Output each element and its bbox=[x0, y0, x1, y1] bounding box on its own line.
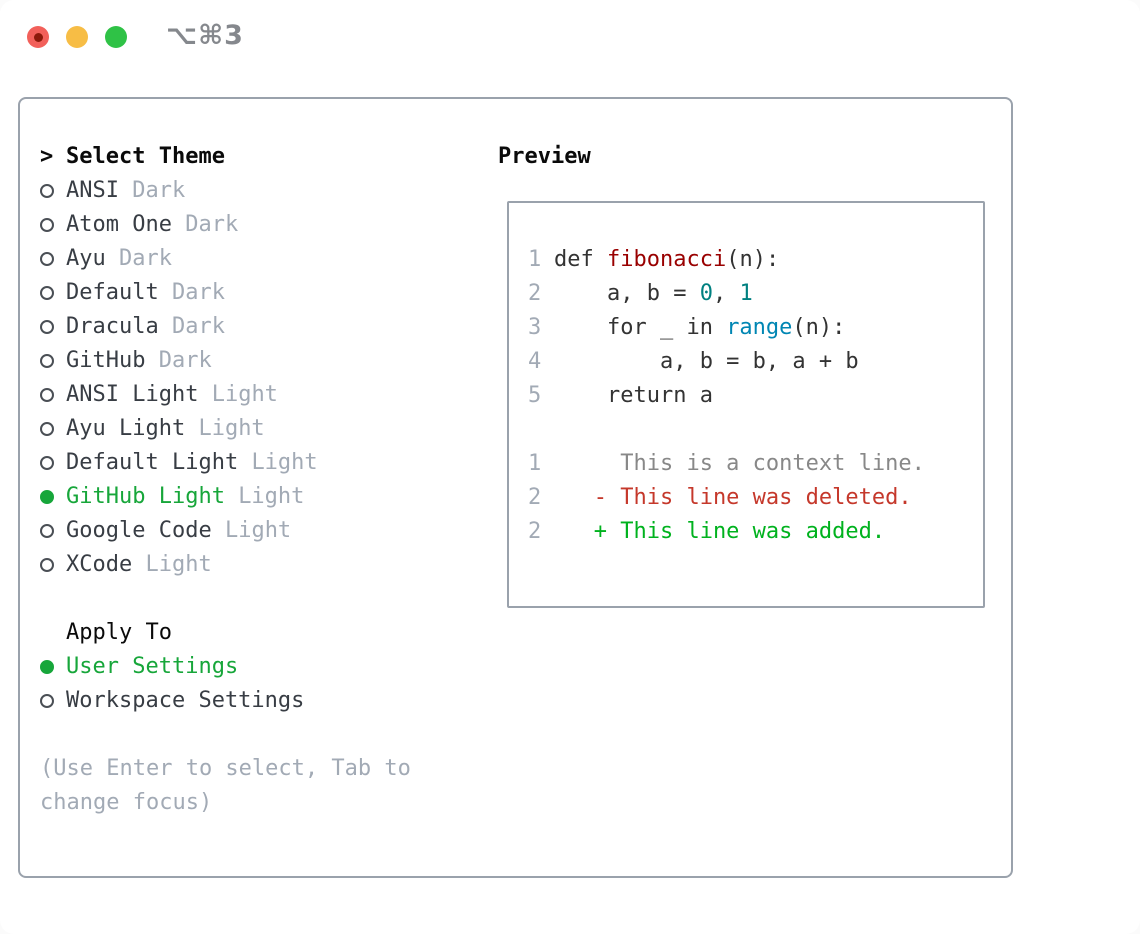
theme-variant-tag: Light bbox=[211, 382, 278, 407]
radio-icon bbox=[40, 650, 66, 684]
theme-variant-tag: Dark bbox=[158, 348, 212, 373]
line-number: 2 bbox=[528, 519, 542, 544]
theme-variant-tag: Dark bbox=[171, 280, 225, 305]
theme-option-label: GitHub Light Light bbox=[66, 484, 305, 509]
theme-option-label: ANSI Light Light bbox=[66, 382, 278, 407]
theme-option-label: Default Light Light bbox=[66, 450, 318, 475]
line-number: 5 bbox=[528, 383, 542, 408]
radio-icon bbox=[40, 174, 66, 208]
preview-line: 2 + This line was added. bbox=[528, 515, 983, 549]
apply-to-title: Apply To bbox=[66, 620, 172, 645]
radio-icon bbox=[40, 684, 66, 718]
select-theme-header: > Select Theme bbox=[40, 140, 470, 174]
theme-option-label: Dracula Dark bbox=[66, 314, 225, 339]
radio-icon bbox=[40, 208, 66, 242]
unsaved-changes-dot bbox=[33, 32, 43, 42]
apply-option-label: Workspace Settings bbox=[66, 688, 305, 713]
theme-variant-tag: Dark bbox=[132, 178, 186, 203]
spacer bbox=[40, 718, 470, 752]
preview-line: 1 This is a context line. bbox=[528, 447, 983, 481]
theme-option-label: Ayu Light Light bbox=[66, 416, 265, 441]
radio-icon bbox=[40, 548, 66, 582]
cursor-caret-icon: > bbox=[40, 144, 54, 169]
preview-title: Preview bbox=[498, 144, 591, 169]
theme-option-default-light[interactable]: Default Light Light bbox=[40, 446, 470, 480]
theme-option-ayu[interactable]: Ayu Dark bbox=[40, 242, 470, 276]
radio-icon bbox=[40, 480, 66, 514]
spacer bbox=[40, 582, 470, 616]
radio-icon bbox=[40, 446, 66, 480]
radio-icon bbox=[40, 344, 66, 378]
line-number: 4 bbox=[528, 349, 542, 374]
radio-icon bbox=[40, 310, 66, 344]
theme-option-github-light[interactable]: GitHub Light Light bbox=[40, 480, 470, 514]
radio-icon bbox=[40, 276, 66, 310]
preview-line: 2 a, b = 0, 1 bbox=[528, 277, 983, 311]
theme-variant-tag: Dark bbox=[118, 246, 172, 271]
line-number: 3 bbox=[528, 315, 542, 340]
theme-option-github[interactable]: GitHub Dark bbox=[40, 344, 470, 378]
theme-option-dracula[interactable]: Dracula Dark bbox=[40, 310, 470, 344]
theme-option-label: Ayu Dark bbox=[66, 246, 172, 271]
close-button[interactable] bbox=[27, 26, 49, 48]
theme-option-label: Default Dark bbox=[66, 280, 225, 305]
apply-option-label: User Settings bbox=[66, 654, 239, 679]
theme-option-google-code[interactable]: Google Code Light bbox=[40, 514, 470, 548]
theme-option-label: GitHub Dark bbox=[66, 348, 212, 373]
radio-icon bbox=[40, 514, 66, 548]
zoom-button[interactable] bbox=[105, 26, 127, 48]
apply-option-user-settings[interactable]: User Settings bbox=[40, 650, 470, 684]
minimize-button[interactable] bbox=[66, 26, 88, 48]
line-number: 1 bbox=[528, 451, 542, 476]
select-theme-title: Select Theme bbox=[66, 144, 225, 169]
line-number: 2 bbox=[528, 281, 542, 306]
theme-variant-tag: Light bbox=[145, 552, 212, 577]
theme-option-atom-one[interactable]: Atom One Dark bbox=[40, 208, 470, 242]
theme-variant-tag: Dark bbox=[171, 314, 225, 339]
titlebar[interactable]: ⌥⌘3 bbox=[0, 0, 1140, 70]
preview-line: 5 return a bbox=[528, 379, 983, 413]
preview-line: 4 a, b = b, a + b bbox=[528, 345, 983, 379]
radio-icon bbox=[40, 378, 66, 412]
theme-option-label: XCode Light bbox=[66, 552, 212, 577]
theme-variant-tag: Light bbox=[238, 484, 305, 509]
preview-line: 3 for _ in range(n): bbox=[528, 311, 983, 345]
theme-variant-tag: Light bbox=[251, 450, 318, 475]
theme-variant-tag: Light bbox=[198, 416, 265, 441]
apply-option-workspace-settings[interactable]: Workspace Settings bbox=[40, 684, 470, 718]
line-number: 2 bbox=[528, 485, 542, 510]
apply-to-header: Apply To bbox=[40, 616, 470, 650]
theme-option-xcode[interactable]: XCode Light bbox=[40, 548, 470, 582]
theme-option-ayu-light[interactable]: Ayu Light Light bbox=[40, 412, 470, 446]
theme-variant-tag: Light bbox=[224, 518, 292, 543]
theme-option-label: Google Code Light bbox=[66, 518, 292, 543]
radio-icon bbox=[40, 412, 66, 446]
line-number: 1 bbox=[528, 247, 542, 272]
theme-option-label: ANSI Dark bbox=[66, 178, 186, 203]
preview-blank-line bbox=[528, 413, 983, 447]
theme-option-label: Atom One Dark bbox=[66, 212, 239, 237]
window-title: ⌥⌘3 bbox=[166, 20, 244, 51]
radio-icon bbox=[40, 242, 66, 276]
theme-option-ansi[interactable]: ANSI Dark bbox=[40, 174, 470, 208]
theme-variant-tag: Dark bbox=[185, 212, 239, 237]
preview-line: 2 - This line was deleted. bbox=[528, 481, 983, 515]
theme-option-default[interactable]: Default Dark bbox=[40, 276, 470, 310]
theme-option-ansi-light[interactable]: ANSI Light Light bbox=[40, 378, 470, 412]
keyboard-hint: (Use Enter to select, Tab to change focu… bbox=[40, 756, 411, 815]
